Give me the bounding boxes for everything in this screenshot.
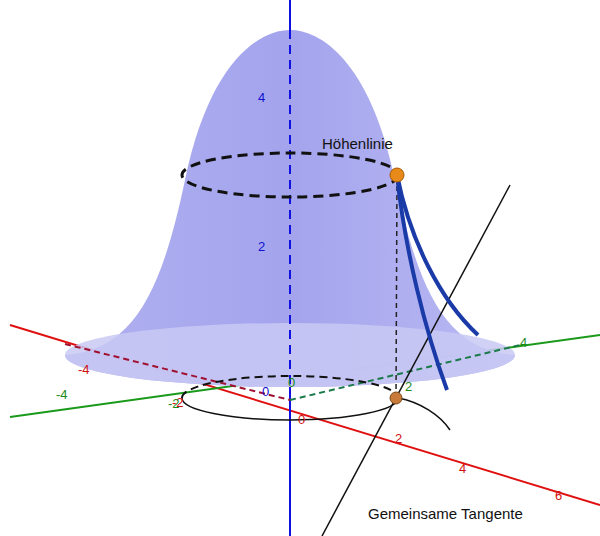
projected-curve-front <box>182 398 398 420</box>
z-tick: 2 <box>258 240 265 253</box>
y-axis-hidden <box>290 345 520 400</box>
x-tick: -4 <box>78 363 90 376</box>
projected-curve-extension <box>398 398 450 430</box>
level-curve <box>182 153 398 197</box>
y-tick: 4 <box>520 336 527 349</box>
y-tick: 0 <box>288 376 295 389</box>
x-tick: 6 <box>555 489 562 502</box>
tangent-label: Gemeinsame Tangente <box>368 506 523 521</box>
bell-surface <box>65 30 515 387</box>
y-tick: -4 <box>56 388 68 401</box>
z-axis-hidden <box>289 30 291 385</box>
contour-point <box>390 168 404 182</box>
curve-label: Höhenlinie <box>322 136 393 151</box>
projection-line <box>396 177 397 398</box>
z-tick: 0 <box>262 385 269 398</box>
x-tick: 2 <box>395 432 402 445</box>
y-tick: 2 <box>405 380 412 393</box>
y-tick: -2 <box>168 397 180 410</box>
base-point <box>390 392 402 404</box>
z-tick: 4 <box>258 91 265 104</box>
surface-curve <box>397 175 447 390</box>
x-tick: 0 <box>298 413 305 426</box>
z-axis <box>289 385 291 536</box>
projected-curve-back <box>182 376 398 398</box>
x-axis-hidden <box>65 344 290 400</box>
z-axis-top <box>289 0 291 30</box>
x-tick: 4 <box>459 462 466 475</box>
